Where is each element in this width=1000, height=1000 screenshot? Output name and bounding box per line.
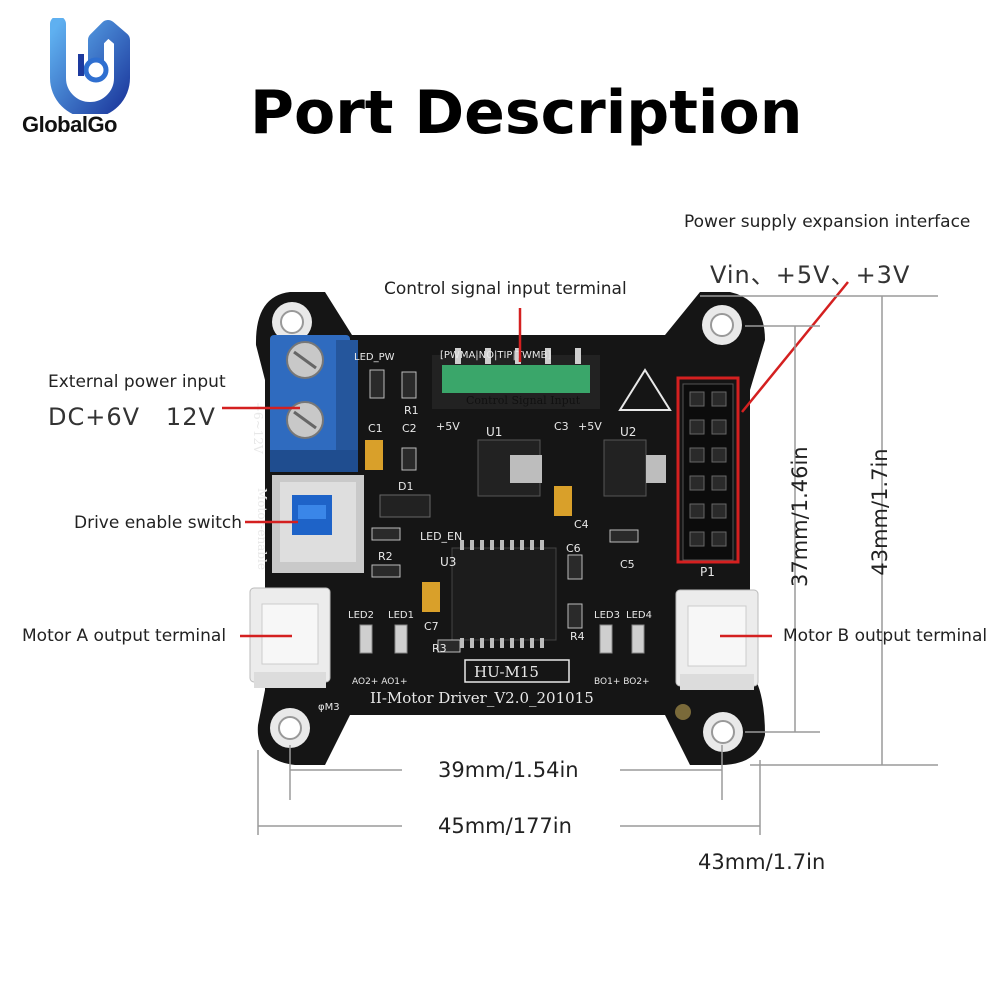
page-title: Port Description (250, 78, 803, 148)
label-drive-enable: Drive enable switch (74, 513, 243, 533)
silk-plus5v-left: +5V (436, 420, 460, 433)
dim-bottom-note: 43mm/1.7in (698, 850, 826, 874)
power-terminal-block (270, 335, 358, 472)
silk-led3: LED3 (594, 610, 620, 621)
p1-pin-header (676, 376, 740, 564)
dim-height-outer: 43mm/1.7in (868, 448, 892, 576)
dimension-lines (257, 295, 938, 835)
dim-width-inner: 39mm/1.54in (438, 758, 579, 782)
silk-c1: C1 (368, 422, 383, 435)
ic-u3 (451, 540, 557, 648)
silk-led4: LED4 (626, 610, 652, 621)
label-motor-b: Motor B output terminal (783, 626, 988, 646)
silk-control-signal-input: Control Signal Input (466, 394, 581, 407)
silk-ao-labels: AO2+ AO1+ (352, 677, 408, 687)
silk-c5: C5 (620, 558, 635, 571)
cap-c4 (554, 486, 572, 516)
diode-d1 (379, 494, 431, 518)
mounting-hole-tr (702, 305, 742, 345)
brand-name: GlobalGo (22, 112, 118, 137)
mounting-hole-bl (270, 708, 310, 748)
silk-u3: U3 (440, 555, 456, 569)
esd-warning-icon (618, 368, 672, 411)
silk-plus5v-right: +5V (578, 420, 602, 433)
silk-model: HU-M15 (474, 663, 539, 681)
model-label-box (464, 659, 570, 683)
regulator-u2 (603, 439, 666, 497)
dim-width-outer: 45mm/177in (438, 814, 572, 838)
label-power-expansion: Power supply expansion interface (684, 212, 971, 232)
silk-c6: C6 (566, 542, 581, 555)
silk-led2: LED2 (348, 610, 374, 621)
silk-r4: R4 (570, 630, 585, 643)
label-power-expansion-values: Vin、+5V、+3V (710, 261, 911, 289)
regulator-u1 (477, 439, 542, 497)
silk-bo-labels: BO1+ BO2+ (594, 677, 650, 687)
control-signal-header (432, 348, 600, 409)
label-motor-a: Motor A output terminal (22, 626, 227, 646)
brand-logo (38, 18, 142, 114)
silk-p1: P1 (700, 565, 715, 579)
globalgo-logo-icon (50, 18, 130, 114)
silk-c4: C4 (574, 518, 589, 531)
mounting-hole-br (703, 712, 743, 752)
silk-led-en: LED_EN (420, 530, 462, 543)
silk-m3: φM3 (318, 702, 340, 713)
cap-c7 (422, 582, 440, 612)
label-control-signal: Control signal input terminal (384, 279, 627, 299)
silk-d1: D1 (398, 480, 413, 493)
silk-led1: LED1 (388, 610, 414, 621)
cap-c1 (365, 440, 383, 470)
silk-u1: U1 (486, 425, 502, 439)
silk-u2: U2 (620, 425, 636, 439)
label-external-power-values: DC+6V 12V (48, 403, 216, 431)
mounting-hole-tl (272, 302, 312, 342)
motor-b-connector (675, 589, 759, 690)
silk-c3: C3 (554, 420, 569, 433)
dim-height-inner: 37mm/1.46in (788, 446, 812, 587)
silk-side-enable: Motor-enable (255, 488, 269, 570)
silk-r1: R1 (404, 404, 419, 417)
silk-board-name: II-Motor Driver_V2.0_201015 (370, 689, 594, 707)
silk-c7: C7 (424, 620, 439, 633)
enable-switch (272, 475, 364, 573)
silk-c2: C2 (402, 422, 417, 435)
silk-r3: R3 (432, 642, 447, 655)
silk-led-pw: LED_PW (354, 352, 395, 363)
silk-r2: R2 (378, 550, 393, 563)
motor-a-connector (249, 587, 331, 688)
silk-pwm-header: [PWMA|NO|TIP|TWMB] (440, 350, 551, 361)
silk-side-power: +6~12V (251, 402, 265, 454)
label-external-power: External power input (48, 372, 226, 392)
